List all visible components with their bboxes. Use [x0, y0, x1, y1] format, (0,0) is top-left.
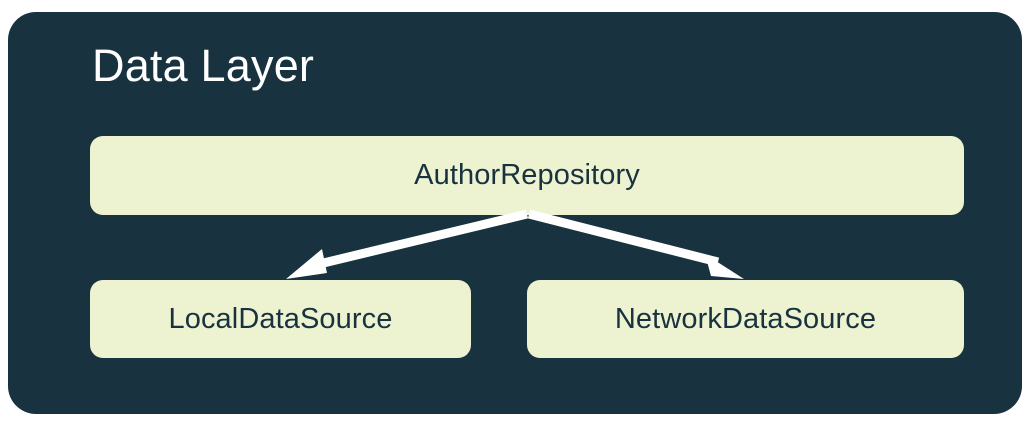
node-author-repository[interactable]: AuthorRepository	[90, 136, 964, 215]
node-network-data-source-label: NetworkDataSource	[614, 302, 877, 335]
node-local-data-source[interactable]: LocalDataSource	[90, 280, 471, 358]
node-network-data-source[interactable]: NetworkDataSource	[527, 280, 964, 358]
node-author-repository-label: AuthorRepository	[414, 159, 640, 191]
node-local-data-source-label: LocalDataSource	[168, 302, 393, 335]
layer-title: Data Layer	[92, 40, 315, 91]
